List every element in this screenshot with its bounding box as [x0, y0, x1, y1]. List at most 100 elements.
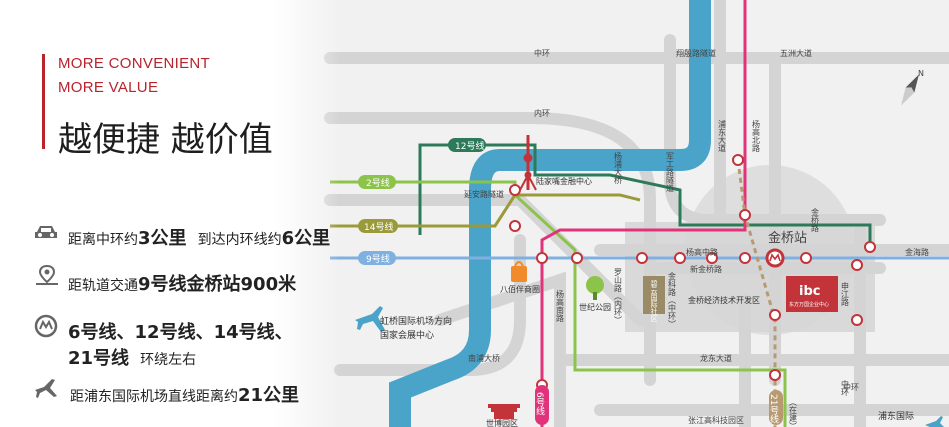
road-label-longdong: 龙东大道 — [700, 353, 732, 363]
road-label-jinhai: 金海路 — [905, 247, 929, 257]
feature-text: 距离中环约 — [68, 232, 138, 248]
tagline-value: MORE VALUE — [58, 79, 159, 96]
tagline-convenient: MORE CONVENIENT — [58, 55, 211, 72]
station-dot — [732, 154, 744, 166]
feature-value: 3公里 — [138, 228, 187, 249]
road-neihuan — [324, 112, 656, 386]
line-label-2: 2号线 — [366, 177, 390, 189]
tree-icon — [586, 276, 604, 300]
road-label-zhangjiang: 张江高科技园区 — [688, 415, 744, 425]
station-dot — [800, 252, 812, 264]
biyun-badge — [643, 276, 665, 314]
place-shibo: 世博园区 — [486, 418, 518, 427]
metro-line-2 — [330, 180, 787, 427]
road-label-yanggao-s: 杨高南路 — [556, 289, 565, 322]
place-babaiban: 八佰伴商圈 — [500, 284, 540, 294]
line-badge-2 — [358, 175, 396, 189]
feature-value: 21公里 — [238, 385, 300, 406]
road-label-shenjiang: 申江路 — [841, 281, 850, 306]
station-dot — [739, 252, 751, 264]
road-label-jinqiao: 金桥路 — [811, 207, 820, 232]
page-title: 越便捷 越价值 — [58, 120, 273, 160]
feature-text: 环绕左右 — [140, 352, 197, 368]
line-label-9: 9号线 — [366, 253, 390, 265]
road-label-jungong: 军工路隧道 — [666, 152, 675, 193]
line-label-12: 12号线 — [455, 140, 484, 152]
road-label-yanggao-zhong: 杨高中路 — [686, 247, 718, 257]
metro-line-6 — [540, 0, 747, 427]
road-label-yanggao-n: 杨高北路 — [752, 119, 761, 152]
metro-icon — [34, 314, 58, 338]
svg-text:N: N — [918, 69, 924, 78]
station-dot — [739, 209, 751, 221]
place-biyun: 碧云国际社区 — [650, 279, 658, 322]
station-dot — [851, 259, 863, 271]
feature-value: 9号线金桥站900米 — [138, 274, 297, 295]
road-label-neihuan: 内环 — [534, 108, 550, 118]
shopping-bag-icon — [511, 261, 527, 282]
line-badge-14 — [358, 219, 398, 233]
huangpu-river — [389, 0, 711, 427]
feature-value: 6号线、12号线、14号线、 — [68, 322, 293, 343]
car-icon — [35, 226, 57, 238]
line-badge-12 — [448, 138, 486, 152]
road-label-zhonghuan-v: 中环 — [841, 379, 850, 397]
feature-value: 21号线 — [68, 348, 130, 369]
line-badge-21 — [769, 390, 783, 425]
line-label-21: 21号线 — [768, 394, 779, 423]
station-dot — [706, 252, 718, 264]
feature-lines: 6号线、12号线、14号线、 — [68, 318, 293, 344]
feature-text: 距轨道交通 — [68, 278, 138, 294]
line-badge-9 — [358, 251, 396, 265]
feature-airport: 距浦东国际机场直线距离约21公里 — [70, 381, 299, 407]
road-label-zhonghuan-bottom: 中环 — [843, 382, 859, 392]
tv-tower-icon — [519, 135, 537, 191]
station-dot — [509, 184, 521, 196]
place-shiji: 世纪公园 — [579, 302, 611, 312]
location-pin-icon — [36, 264, 58, 285]
place-hongqiao: 虹桥国际机场方向 — [380, 315, 452, 327]
station-dot — [864, 241, 876, 253]
road-label-luoshan: 罗山路（内环） — [614, 268, 623, 324]
place-jinqiao-station: 金桥站 — [768, 230, 807, 246]
ibc-logo: ibc — [799, 284, 820, 299]
station-dot — [571, 252, 583, 264]
road-label-nanpu: 南浦大桥 — [468, 353, 500, 363]
road-label-xiangyin: 翔殷路隧道 — [676, 48, 716, 58]
station-dot — [509, 220, 521, 232]
station-dot — [769, 309, 781, 321]
road-label-jinke: 金科路（中环） — [668, 271, 677, 328]
road-label-zaijian: （在建） — [789, 398, 798, 427]
station-dot — [769, 369, 781, 381]
station-dot — [851, 314, 863, 326]
place-pudong-airport: 浦东国际 — [878, 410, 914, 422]
road-label-pudong: 浦东大道 — [718, 119, 727, 153]
line-label-6: 6号线 — [534, 392, 545, 416]
expo-pavilion-icon — [488, 404, 520, 419]
feature-text: 距浦东国际机场直线距离约 — [70, 389, 238, 405]
station-dot — [636, 252, 648, 264]
place-lujiazui: 陆家嘴金融中心 — [536, 176, 592, 186]
feature-text: 到达内环线约 — [197, 232, 282, 248]
metro-station-icon — [765, 248, 785, 268]
station-dot — [536, 252, 548, 264]
compass-icon: N — [901, 69, 924, 106]
feature-value: 6公里 — [281, 228, 331, 249]
ibc-name: 东方万国企业中心 — [789, 301, 829, 308]
plane-icon-map — [355, 306, 385, 332]
place-jinqiao-zone: 金桥经济技术开发区 — [688, 295, 760, 305]
place-huizhan: 国家会展中心 — [380, 329, 434, 341]
ibc-marker — [786, 276, 838, 312]
plane-icon-pudong — [925, 416, 944, 427]
airplane-icon — [35, 379, 57, 398]
road-label-wuzhou: 五洲大道 — [780, 48, 812, 58]
feature-distance: 距离中环约3公里 到达内环线约6公里 — [68, 224, 330, 250]
line-badge-6 — [535, 385, 549, 425]
feature-metro-distance: 距轨道交通9号线金桥站900米 — [68, 270, 296, 296]
accent-bar — [42, 54, 45, 149]
feature-lines-2: 21号线 环绕左右 — [68, 344, 196, 370]
info-panel — [0, 0, 340, 427]
line-label-14: 14号线 — [364, 221, 393, 233]
